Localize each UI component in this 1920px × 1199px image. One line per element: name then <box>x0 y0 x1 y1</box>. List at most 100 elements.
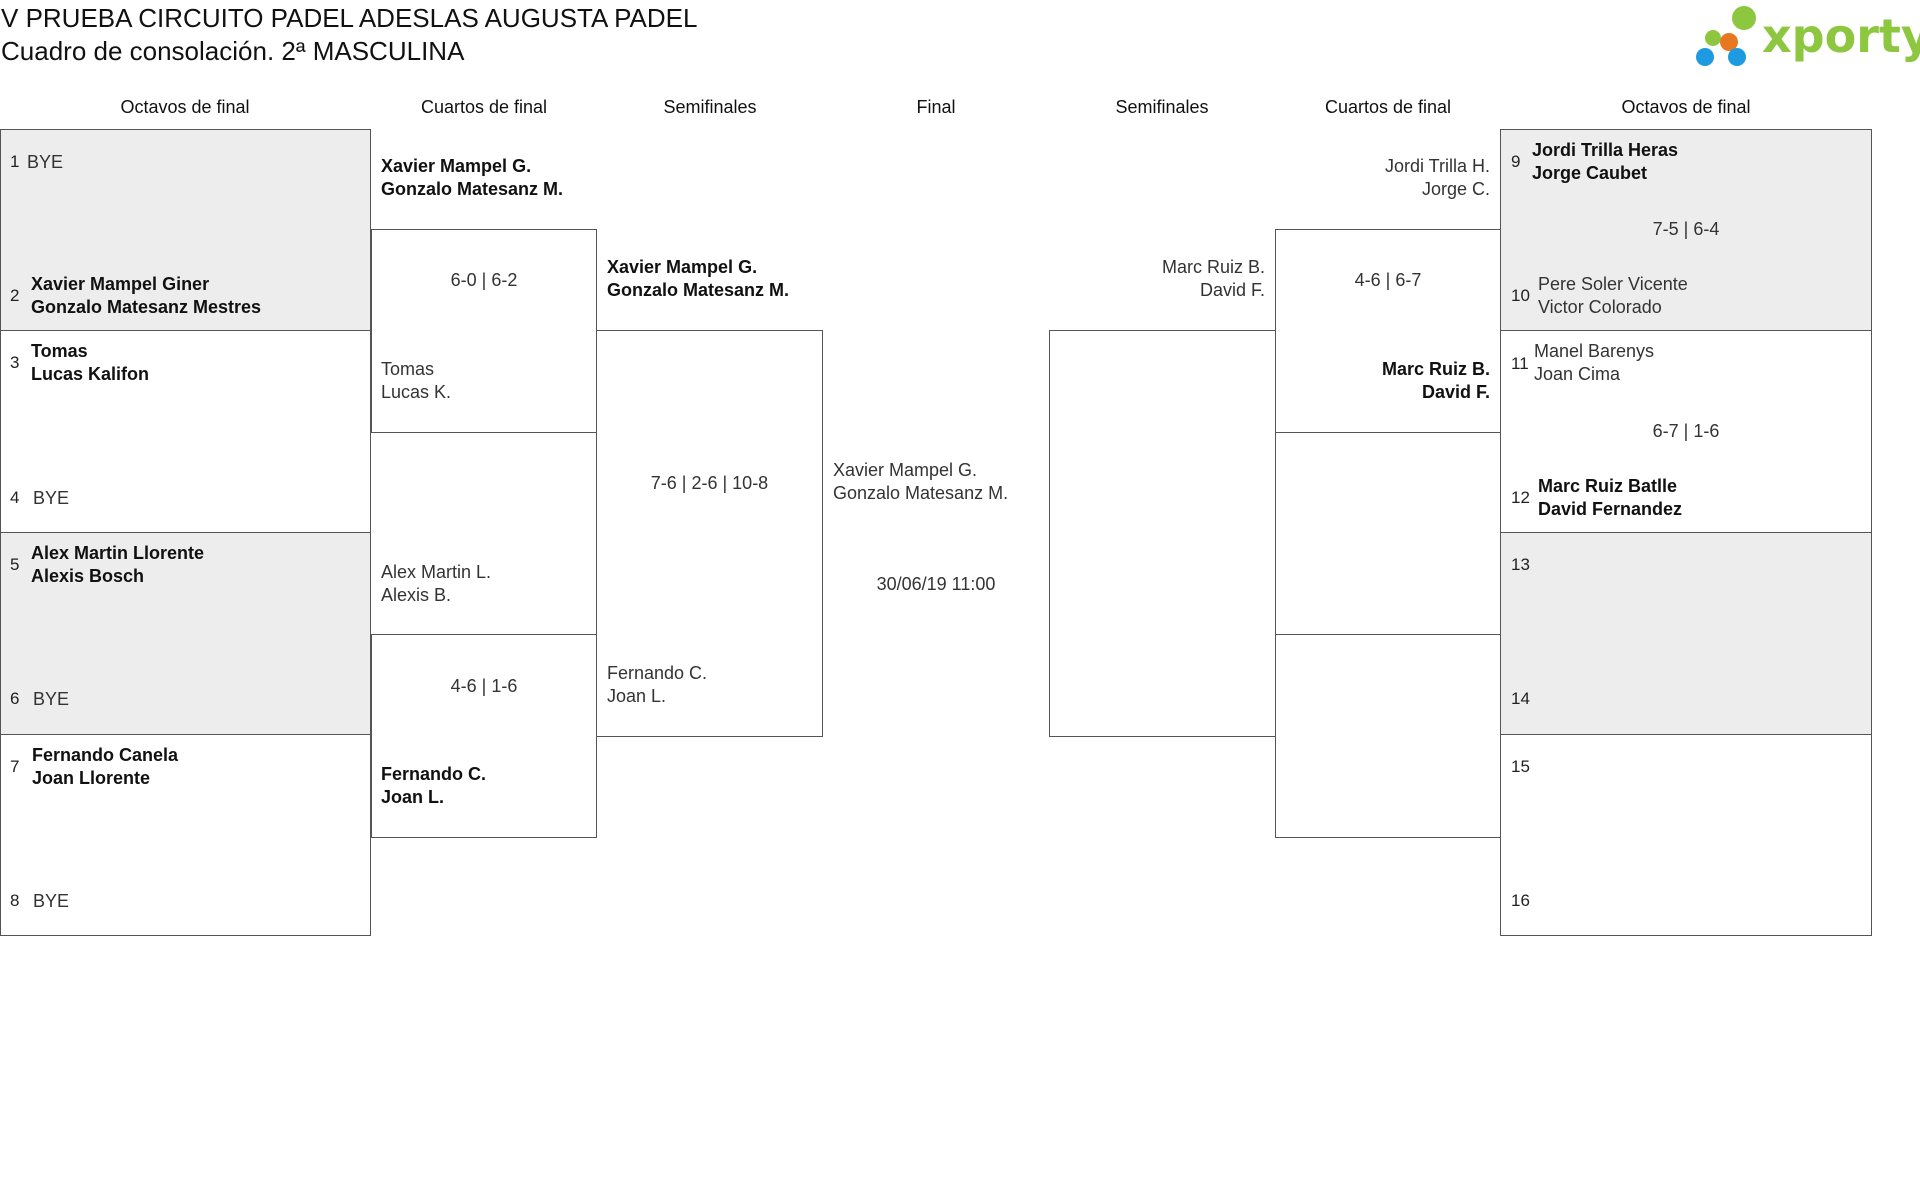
player-name: Fernando C. <box>607 663 708 683</box>
team-name: Manel Barenys Joan Cima <box>1534 340 1654 386</box>
player-name: Tomas <box>31 341 88 361</box>
player-name: Joan Llorente <box>32 768 151 788</box>
player-name: Gonzalo Matesanz Mestres <box>31 297 262 317</box>
player-name: Jorge Caubet <box>1532 163 1648 183</box>
player-name: Marc Ruiz Batlle <box>1538 476 1678 496</box>
player-name: Jordi Trilla H. <box>1384 156 1490 176</box>
team-name: Marc Ruiz B. David F. <box>1049 256 1265 302</box>
player-name: Victor Colorado <box>1538 297 1662 317</box>
match-score: 7-6 | 2-6 | 10-8 <box>650 473 769 493</box>
seed-number: 16 <box>1511 891 1530 910</box>
team-name: Jordi Trilla H. Jorge C. <box>1275 155 1490 201</box>
player-name: Lucas K. <box>381 382 452 402</box>
player-name: Alexis B. <box>381 585 452 605</box>
player-name: Alex Martin Llorente <box>31 543 205 563</box>
right-r16-match-1 <box>1500 129 1872 331</box>
team-name: Tomas Lucas Kalifon <box>31 340 149 386</box>
player-name: David F. <box>1199 280 1265 300</box>
player-name: Fernando Canela <box>32 745 179 765</box>
seed-number: 10 <box>1511 286 1530 305</box>
seed-number: 1 <box>10 152 20 171</box>
right-sf-match <box>1049 330 1276 737</box>
logo-text: xporty <box>1762 9 1920 63</box>
seed-number: 8 <box>10 891 20 910</box>
seed-number: 14 <box>1511 689 1530 708</box>
header-left-qf: Cuartos de final <box>420 97 548 117</box>
team-name: Marc Ruiz B. David F. <box>1275 358 1490 404</box>
seed-number: 6 <box>10 689 20 708</box>
player-name: Xavier Mampel G. <box>607 257 758 277</box>
team-name: Alex Martin Llorente Alexis Bosch <box>31 542 204 588</box>
team-name: BYE <box>33 488 70 508</box>
player-name: Marc Ruiz B. <box>1381 359 1490 379</box>
seed-number: 9 <box>1511 152 1521 171</box>
team-name: Pere Soler Vicente Victor Colorado <box>1538 273 1688 319</box>
header-right-qf: Cuartos de final <box>1324 97 1452 117</box>
team-name: Marc Ruiz Batlle David Fernandez <box>1538 475 1682 521</box>
team-name: BYE <box>33 891 70 911</box>
player-name: Joan L. <box>607 686 667 706</box>
player-name: Alex Martin L. <box>381 562 492 582</box>
player-name: Gonzalo Matesanz M. <box>833 483 1009 503</box>
seed-number: 13 <box>1511 555 1530 574</box>
match-score: 6-0 | 6-2 <box>450 270 518 290</box>
match-score: 7-5 | 6-4 <box>1652 219 1720 239</box>
draw-subtitle: Cuadro de consolación. 2ª MASCULINA <box>1 36 465 66</box>
left-r16-match-4 <box>0 734 371 936</box>
team-name: Xavier Mampel Giner Gonzalo Matesanz Mes… <box>31 273 261 319</box>
final-datetime: 30/06/19 11:00 <box>876 574 996 594</box>
tournament-title: V PRUEBA CIRCUITO PADEL ADESLAS AUGUSTA … <box>1 3 698 33</box>
team-name: Jordi Trilla Heras Jorge Caubet <box>1532 139 1678 185</box>
team-name: BYE <box>27 152 64 172</box>
right-qf-match-2 <box>1275 634 1501 838</box>
xporty-logo: xporty <box>1692 4 1920 70</box>
team-name: Tomas Lucas K. <box>381 358 451 404</box>
seed-number: 3 <box>10 353 20 372</box>
player-name: Alexis Bosch <box>31 566 145 586</box>
player-name: Xavier Mampel Giner <box>31 274 210 294</box>
seed-number: 15 <box>1511 757 1530 776</box>
left-sf-match <box>596 330 823 737</box>
seed-number: 5 <box>10 555 20 574</box>
player-name: Xavier Mampel G. <box>833 460 978 480</box>
player-name: Lucas Kalifon <box>31 364 150 384</box>
seed-number: 4 <box>10 488 20 507</box>
player-name: Joan L. <box>381 787 445 807</box>
right-r16-match-3 <box>1500 532 1872 735</box>
player-name: Marc Ruiz B. <box>1161 257 1265 277</box>
seed-number: 2 <box>10 286 20 305</box>
player-name: Joan Cima <box>1534 364 1621 384</box>
player-name: David F. <box>1421 382 1490 402</box>
team-name: Fernando Canela Joan Llorente <box>32 744 178 790</box>
header-right-r16: Octavos de final <box>1621 97 1751 117</box>
team-name: Xavier Mampel G. Gonzalo Matesanz M. <box>607 256 789 302</box>
player-name: David Fernandez <box>1538 499 1683 519</box>
seed-number: 12 <box>1511 488 1530 507</box>
header-right-sf: Semifinales <box>1115 97 1209 117</box>
seed-number: 11 <box>1511 354 1529 373</box>
player-name: Gonzalo Matesanz M. <box>607 280 790 300</box>
team-name: Fernando C. Joan L. <box>607 662 707 708</box>
team-name: Xavier Mampel G. Gonzalo Matesanz M. <box>381 155 563 201</box>
seed-number: 7 <box>10 757 20 776</box>
player-name: Jorge C. <box>1421 179 1490 199</box>
team-name: Fernando C. Joan L. <box>381 763 486 809</box>
match-score: 4-6 | 1-6 <box>450 676 518 696</box>
final-team: Xavier Mampel G. Gonzalo Matesanz M. <box>833 459 1008 505</box>
right-r16-match-4 <box>1500 734 1872 936</box>
match-score: 4-6 | 6-7 <box>1354 270 1422 290</box>
left-r16-match-1 <box>0 129 371 331</box>
header-final: Final <box>916 97 956 117</box>
header-left-r16: Octavos de final <box>120 97 250 117</box>
team-name: BYE <box>33 689 70 709</box>
player-name: Gonzalo Matesanz M. <box>381 179 564 199</box>
header-left-sf: Semifinales <box>663 97 757 117</box>
match-score: 6-7 | 1-6 <box>1652 421 1720 441</box>
player-name: Manel Barenys <box>1534 341 1655 361</box>
player-name: Jordi Trilla Heras <box>1532 140 1679 160</box>
player-name: Xavier Mampel G. <box>381 156 532 176</box>
team-name: Alex Martin L. Alexis B. <box>381 561 491 607</box>
player-name: Pere Soler Vicente <box>1538 274 1688 294</box>
player-name: Tomas <box>381 359 435 379</box>
page-title: V PRUEBA CIRCUITO PADEL ADESLAS AUGUSTA … <box>1 2 697 68</box>
